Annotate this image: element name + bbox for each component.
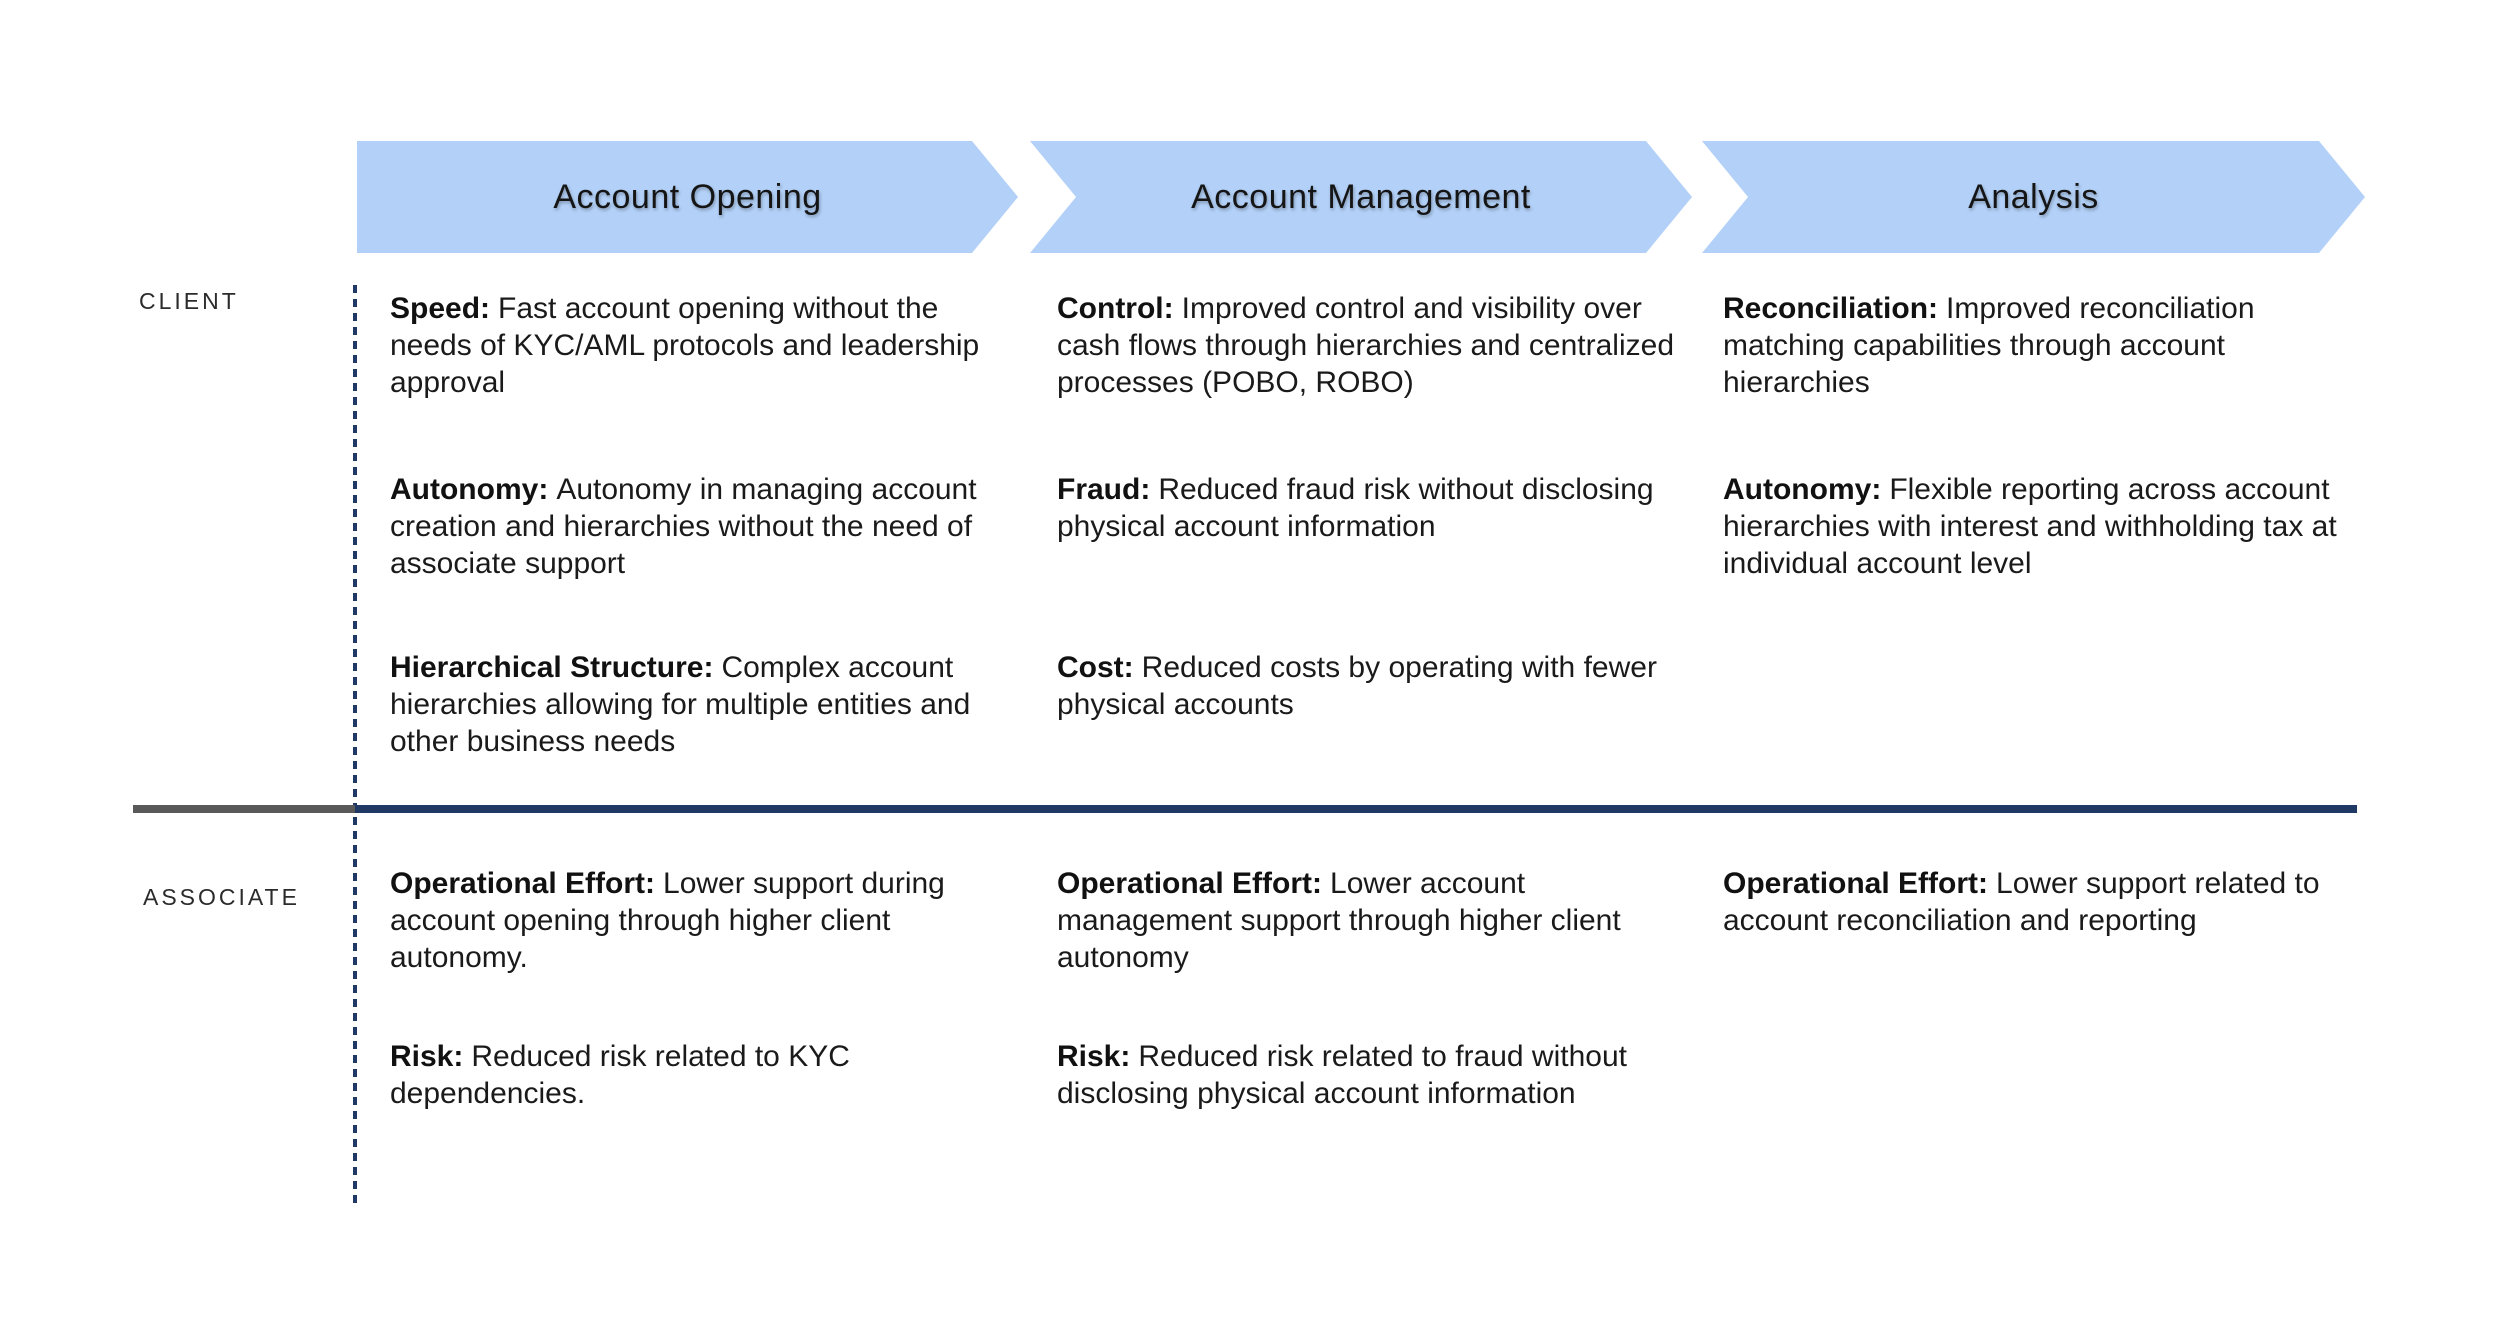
benefit-term: Operational Effort: — [1723, 867, 1989, 900]
benefit-term: Speed: — [390, 292, 491, 325]
vertical-dashed-separator — [353, 285, 357, 1208]
benefit-term: Autonomy: — [390, 473, 549, 506]
benefit-term: Control: — [1057, 292, 1174, 325]
benefit-client-analysis-reconciliation: Reconciliation:Improved reconciliation m… — [1723, 290, 2373, 401]
benefit-desc: Lower support related to account reconci… — [1723, 867, 2320, 937]
benefit-client-analysis-autonomy: Autonomy:Flexible reporting across accou… — [1723, 471, 2373, 582]
benefit-client-management-fraud: Fraud:Reduced fraud risk without disclos… — [1057, 471, 1692, 545]
benefit-desc: Lower support during account opening thr… — [390, 867, 945, 974]
benefit-client-management-control: Control:Improved control and visibility … — [1057, 290, 1692, 401]
benefit-associate-opening-effort: Operational Effort:Lower support during … — [390, 865, 1010, 976]
benefit-term: Autonomy: — [1723, 473, 1882, 506]
benefit-associate-analysis-effort: Operational Effort:Lower support related… — [1723, 865, 2373, 939]
benefit-term: Reconciliation: — [1723, 292, 1939, 325]
lane-divider-navy-segment — [355, 805, 2357, 813]
benefit-desc: Flexible reporting across account hierar… — [1723, 473, 2337, 580]
lane-label-associate: ASSOCIATE — [143, 884, 300, 910]
benefit-desc: Reduced costs by operating with fewer ph… — [1057, 651, 1657, 721]
benefit-desc: Autonomy in managing account creation an… — [390, 473, 977, 580]
benefit-associate-management-effort: Operational Effort:Lower account managem… — [1057, 865, 1692, 976]
benefit-term: Operational Effort: — [1057, 867, 1323, 900]
benefit-client-opening-hierarchy: Hierarchical Structure:Complex account h… — [390, 649, 1010, 760]
benefit-desc: Improved control and visibility over cas… — [1057, 292, 1675, 399]
benefit-term: Hierarchical Structure: — [390, 651, 714, 684]
benefit-client-opening-speed: Speed:Fast account opening without the n… — [390, 290, 1010, 401]
benefit-client-opening-autonomy: Autonomy:Autonomy in managing account cr… — [390, 471, 1010, 582]
benefit-associate-opening-risk: Risk:Reduced risk related to KYC depende… — [390, 1038, 1010, 1112]
phase-chevron-account-management: Account Management — [1030, 141, 1692, 253]
phase-chevron-analysis: Analysis — [1702, 141, 2365, 253]
lane-label-client: CLIENT — [139, 288, 239, 314]
phase-label: Analysis — [1968, 177, 2099, 216]
benefit-desc: Reduced risk related to fraud without di… — [1057, 1040, 1627, 1110]
benefit-desc: Lower account management support through… — [1057, 867, 1621, 974]
benefit-associate-management-risk: Risk:Reduced risk related to fraud witho… — [1057, 1038, 1692, 1112]
benefit-desc: Fast account opening without the needs o… — [390, 292, 980, 399]
benefit-term: Risk: — [390, 1040, 464, 1073]
benefit-term: Cost: — [1057, 651, 1134, 684]
benefit-term: Risk: — [1057, 1040, 1131, 1073]
benefit-desc: Complex account hierarchies allowing for… — [390, 651, 971, 758]
phase-chevron-account-opening: Account Opening — [357, 141, 1018, 253]
lane-divider-gray-segment — [133, 805, 355, 813]
benefit-client-management-cost: Cost:Reduced costs by operating with few… — [1057, 649, 1692, 723]
phase-label: Account Management — [1191, 177, 1531, 216]
benefit-term: Operational Effort: — [390, 867, 656, 900]
benefit-desc: Improved reconciliation matching capabil… — [1723, 292, 2255, 399]
benefit-desc: Reduced risk related to KYC dependencies… — [390, 1040, 850, 1110]
benefit-term: Fraud: — [1057, 473, 1151, 506]
phase-label: Account Opening — [553, 177, 822, 216]
benefit-desc: Reduced fraud risk without disclosing ph… — [1057, 473, 1654, 543]
